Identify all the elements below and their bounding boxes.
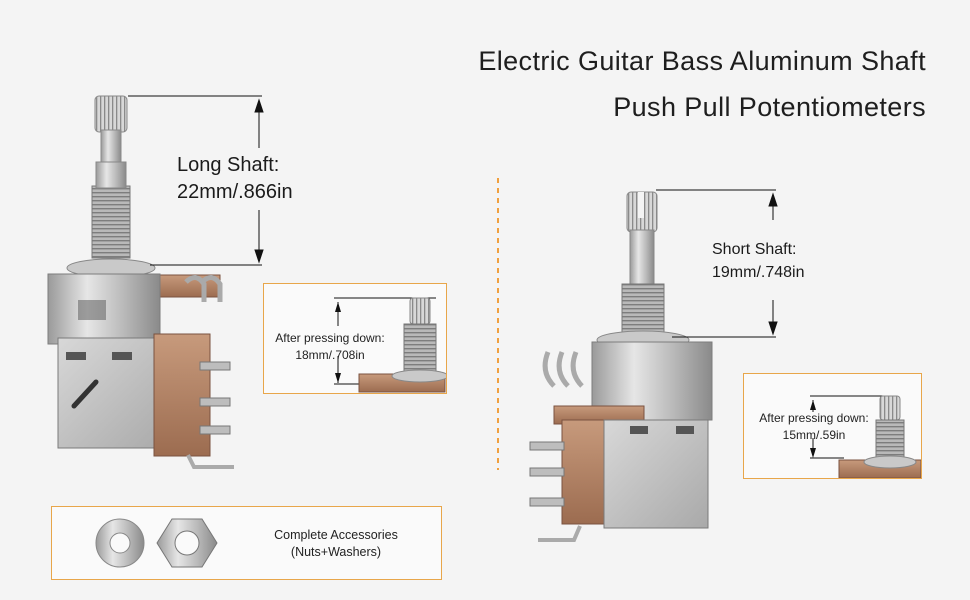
short-shaft-dimension <box>656 189 778 338</box>
accessories-text: Complete Accessories (Nuts+Washers) <box>256 527 416 561</box>
title-line-2: Push Pull Potentiometers <box>613 92 926 122</box>
long-shaft-pressed-measure: 18mm/.708in <box>295 348 365 362</box>
accessories-subtitle: (Nuts+Washers) <box>290 545 382 559</box>
short-shaft-pressed-inset: After pressing down: 15mm/.59in <box>743 373 922 479</box>
short-shaft-pressed-measure: 15mm/.59in <box>782 428 846 442</box>
short-shaft-pressed-text: After pressing down: 15mm/.59in <box>750 410 878 444</box>
short-shaft-label: Short Shaft: 19mm/.748in <box>712 238 805 284</box>
page-title: Electric Guitar Bass Aluminum Shaft Push… <box>478 38 926 130</box>
accessories-title: Complete Accessories <box>274 528 398 542</box>
long-shaft-measure: 22mm/.866in <box>177 181 293 203</box>
accessories-drawing <box>95 518 218 568</box>
long-shaft-potentiometer <box>47 95 234 469</box>
short-shaft-pressed-drawing <box>810 395 921 478</box>
long-shaft-pressed-text: After pressing down: 18mm/.708in <box>270 330 390 364</box>
short-shaft-pressed-title: After pressing down: <box>759 411 869 425</box>
long-shaft-pressed-drawing <box>334 297 446 393</box>
accessories-box: Complete Accessories (Nuts+Washers) <box>51 506 442 580</box>
long-shaft-dimension <box>128 95 264 266</box>
short-shaft-title: Short Shaft: <box>712 241 797 258</box>
long-shaft-pressed-title: After pressing down: <box>275 331 385 345</box>
long-shaft-pressed-inset: After pressing down: 18mm/.708in <box>263 283 447 394</box>
title-line-1: Electric Guitar Bass Aluminum Shaft <box>478 46 926 76</box>
long-shaft-title: Long Shaft: <box>177 154 280 176</box>
short-shaft-potentiometer <box>529 191 713 542</box>
short-shaft-measure: 19mm/.748in <box>712 264 805 281</box>
long-shaft-label: Long Shaft: 22mm/.866in <box>177 152 293 206</box>
